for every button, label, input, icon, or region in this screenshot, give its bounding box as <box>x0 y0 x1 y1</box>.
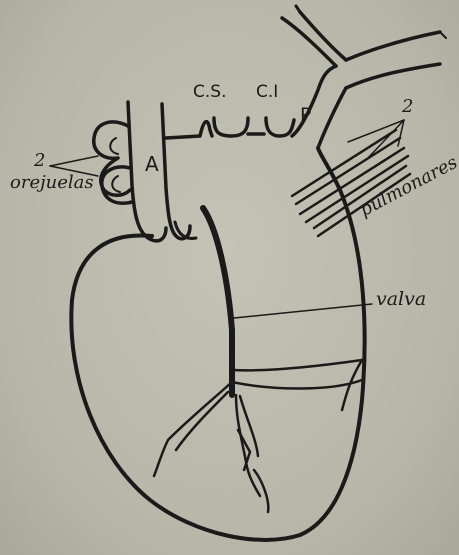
pulmonary-branch-right-bottom <box>346 64 440 88</box>
label-orejuelas-count: 2 <box>34 150 45 171</box>
pulmonary-branch-right-end <box>440 32 446 38</box>
atrium-top-wall <box>166 122 212 138</box>
label-valva: valva <box>376 288 426 310</box>
septum-valva <box>203 208 232 395</box>
orejuela-inner-2 <box>112 176 120 192</box>
orejuela-lower <box>102 167 132 203</box>
label-aorta: A <box>145 152 159 176</box>
pulmonary-branch-up-left <box>296 6 300 12</box>
pulmonary-branch-right-top <box>346 32 440 60</box>
cava-inferior-cup <box>266 118 294 136</box>
label-pulmonares-count: 2 <box>402 96 413 117</box>
aorta-right-wall <box>162 104 190 239</box>
cava-superior-cup <box>214 118 248 136</box>
chordae-tendineae <box>154 360 362 512</box>
valva-leader <box>234 304 372 318</box>
label-pulmonary-artery: P <box>300 104 311 126</box>
label-cava-inferior: C.I <box>256 82 278 102</box>
orejuelas-leader-1 <box>50 156 98 166</box>
heart-outer-wall <box>71 148 364 540</box>
pulmonary-trunk-left <box>292 66 336 136</box>
pulmonary-trunk-right <box>318 88 346 148</box>
orejuela-inner-1 <box>110 138 118 154</box>
label-cava-superior: C.S. <box>193 82 226 102</box>
label-orejuelas: orejuelas <box>10 172 94 193</box>
